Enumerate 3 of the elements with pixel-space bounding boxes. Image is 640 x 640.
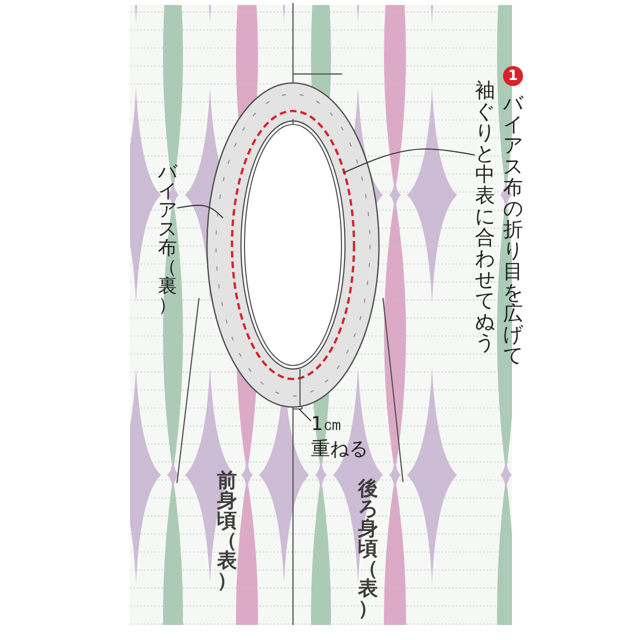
garment-part-label: 前身頃（表） — [217, 470, 237, 590]
step-number: 1 — [503, 66, 523, 86]
garment-part-label: 後ろ身頃（表） — [358, 478, 378, 618]
